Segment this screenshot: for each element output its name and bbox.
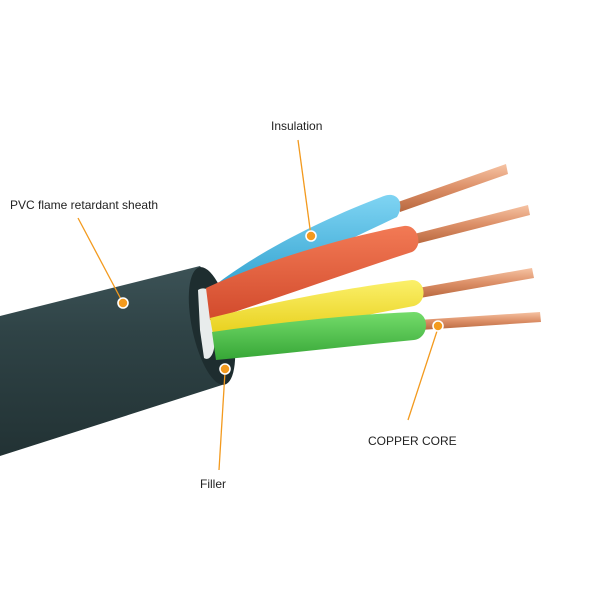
copper-callout-line xyxy=(407,327,439,421)
label-copper-core: COPPER CORE xyxy=(368,434,457,448)
callouts xyxy=(77,139,439,471)
label-insulation: Insulation xyxy=(271,119,323,133)
insulation-callout-line xyxy=(297,139,312,237)
filler-callout-dot xyxy=(219,363,231,375)
insulated-cores xyxy=(206,194,426,360)
copper-wire-blue xyxy=(398,164,508,212)
red-insulation xyxy=(206,225,419,320)
copper-wire-green xyxy=(418,312,541,330)
yellow-insulation xyxy=(210,280,424,340)
filler-callout-line xyxy=(218,371,226,471)
sheath-callout-line xyxy=(77,217,124,304)
copper-wire-yellow xyxy=(418,268,534,298)
copper-callout-dot xyxy=(432,320,444,332)
sheath-callout-dot xyxy=(117,297,129,309)
pvc-sheath xyxy=(0,266,224,456)
copper-wire-red xyxy=(414,205,530,244)
label-pvc-sheath: PVC flame retardant sheath xyxy=(10,198,159,212)
label-filler: Filler xyxy=(200,477,226,491)
copper-conductors xyxy=(398,164,541,330)
insulation-callout-dot xyxy=(305,230,317,242)
green-insulation xyxy=(212,312,426,360)
callout-dots xyxy=(117,230,444,375)
